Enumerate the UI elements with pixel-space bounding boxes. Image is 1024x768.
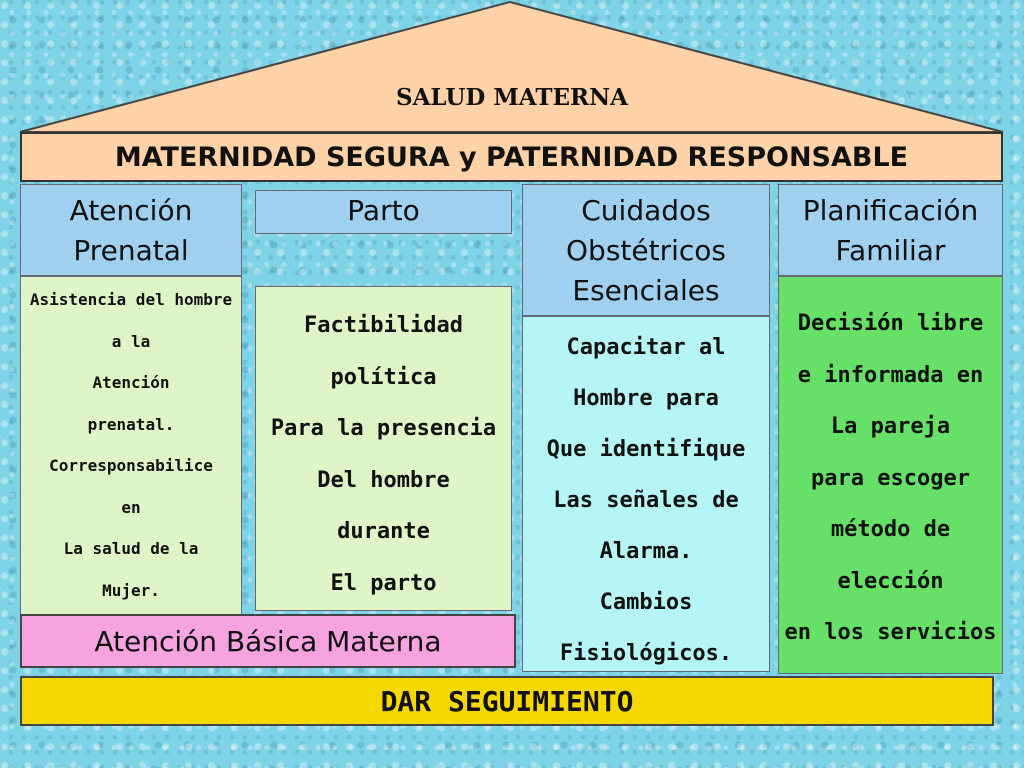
dar-seguimiento-box: DAR SEGUIMIENTO [20,676,994,726]
body-planificacion-familiar: Decisión libre e informada en La pareja … [778,276,1003,674]
roof-pediment [19,0,1004,133]
heading-atencion-prenatal: Atención Prenatal [20,184,242,276]
body-cuidados-obstetricos: Capacitar al Hombre para Que identifique… [522,316,770,672]
atencion-basica-materna-box: Atención Básica Materna [20,614,516,668]
body-parto: Factibilidad política Para la presencia … [255,286,512,611]
heading-parto: Parto [255,190,512,234]
heading-cuidados-obstetricos: Cuidados Obstétricos Esenciales [522,184,770,316]
main-title-banner: MATERNIDAD SEGURA y PATERNIDAD RESPONSAB… [20,132,1003,182]
body-atencion-prenatal: Asistencia del hombre a la Atención pren… [20,276,242,621]
heading-planificacion-familiar: Planificación Familiar [778,184,1003,276]
roof-title: SALUD MATERNA [395,84,629,111]
